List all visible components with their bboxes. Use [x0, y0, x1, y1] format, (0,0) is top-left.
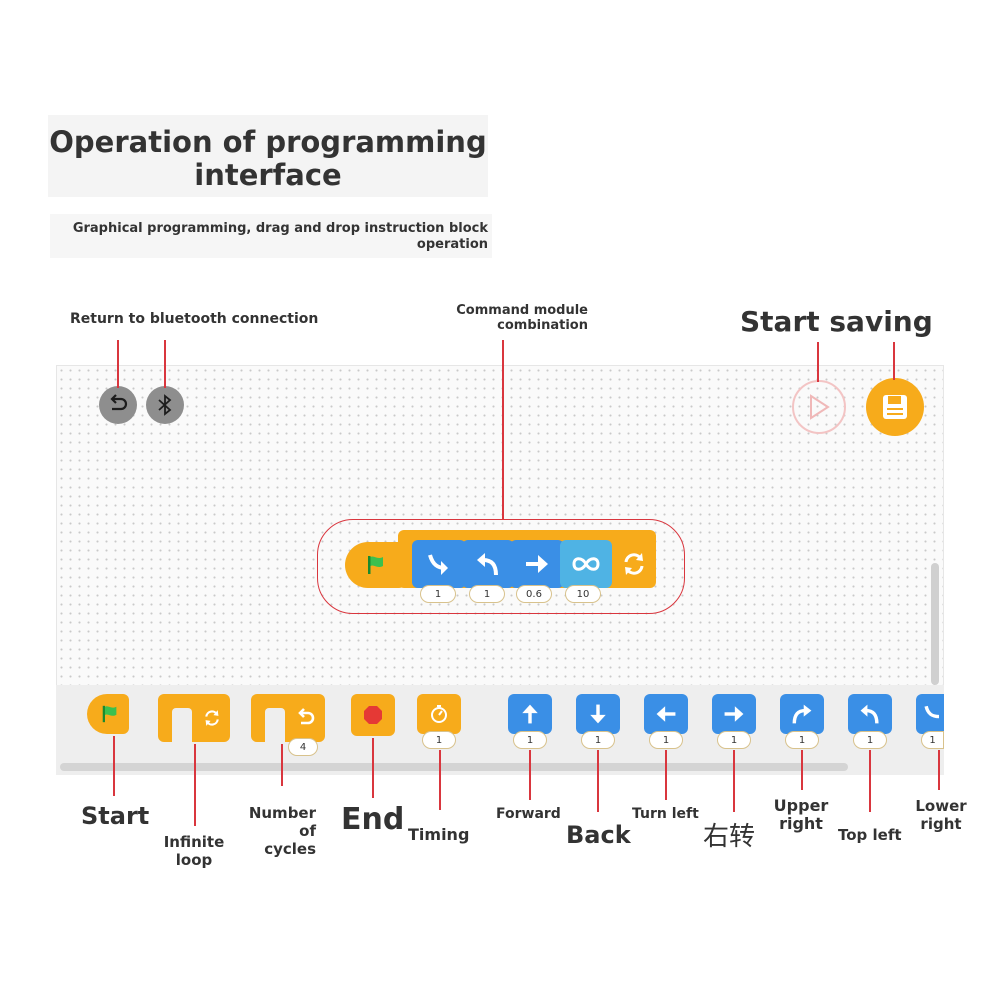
palette-timing-block[interactable]: [417, 694, 461, 734]
play-icon: [810, 394, 830, 420]
palette-infinite-loop-block[interactable]: [158, 694, 230, 742]
label-upper-right: Upper right: [773, 796, 829, 833]
palette-top-left-block[interactable]: [848, 694, 892, 734]
palette-cycles-block[interactable]: [251, 694, 325, 742]
callout-line: [597, 750, 599, 812]
callout-line: [817, 342, 819, 382]
label-back: Back: [566, 821, 631, 849]
back-arrow-icon: [110, 394, 128, 411]
subtitle-background: [50, 214, 492, 258]
loop-icon: [624, 553, 644, 575]
arrow-left-icon: [656, 706, 676, 722]
program-param-4[interactable]: 10: [565, 585, 601, 603]
callout-command-module: Command module combination: [456, 303, 588, 333]
program-param-2[interactable]: 1: [469, 585, 505, 603]
page-title: Operation of programming interface: [49, 125, 487, 192]
callout-line: [372, 738, 374, 798]
callout-line: [733, 750, 735, 812]
palette-lower-right-value[interactable]: 1: [921, 731, 944, 749]
arrow-up-icon: [522, 704, 538, 724]
palette-forward-value[interactable]: 1: [513, 731, 547, 749]
callout-line: [194, 744, 196, 826]
palette-start-block[interactable]: [87, 694, 129, 734]
green-flag-icon: [368, 556, 383, 574]
palette-cycles-value[interactable]: 4: [288, 738, 318, 756]
palette-lower-right-block[interactable]: [916, 694, 944, 734]
arrow-down-icon: [590, 704, 606, 724]
label-infinite-loop: Infinite loop: [163, 833, 225, 869]
label-turn-left: Turn left: [632, 806, 699, 822]
curve-arrow-icon: [477, 553, 498, 576]
title-background: [48, 115, 488, 197]
arrow-right-icon: [526, 555, 548, 573]
palette-forward-block[interactable]: [508, 694, 552, 734]
callout-line: [113, 736, 115, 796]
program-block-top-left[interactable]: [462, 540, 514, 588]
page-subtitle: Graphical programming, drag and drop ins…: [72, 221, 488, 252]
program-start-block[interactable]: [345, 542, 405, 588]
label-timing: Timing: [408, 825, 470, 844]
callout-line: [502, 340, 504, 520]
program-param-3[interactable]: 0.6: [516, 585, 552, 603]
curve-arrow-icon: [428, 554, 448, 575]
callout-start-saving: Start saving: [740, 305, 933, 338]
palette-end-block[interactable]: [351, 694, 395, 736]
palette-upper-right-value[interactable]: 1: [785, 731, 819, 749]
infinity-icon: [572, 557, 600, 571]
program-block-lower-right[interactable]: [412, 540, 466, 588]
palette-back-block[interactable]: [576, 694, 620, 734]
horizontal-scrollbar[interactable]: [60, 763, 848, 771]
loop-icon: [205, 710, 219, 726]
label-number-of-cycles: Number of cycles: [248, 804, 316, 858]
callout-line: [117, 340, 119, 388]
arrow-right-icon: [724, 706, 744, 722]
timer-icon: [431, 705, 447, 723]
palette-back-value[interactable]: 1: [581, 731, 615, 749]
palette-turn-left-block[interactable]: [644, 694, 688, 734]
palette-top-left-value[interactable]: 1: [853, 731, 887, 749]
program-block-repeat[interactable]: [560, 540, 612, 588]
palette-upper-right-block[interactable]: [780, 694, 824, 734]
stop-icon: [364, 706, 382, 724]
callout-return-bluetooth: Return to bluetooth connection: [70, 311, 319, 327]
label-end: End: [341, 802, 405, 837]
label-top-left: Top left: [838, 826, 902, 844]
label-start: Start: [81, 802, 150, 830]
back-button[interactable]: [99, 386, 137, 424]
bluetooth-icon: [158, 394, 172, 416]
palette-turn-right-value[interactable]: 1: [717, 731, 751, 749]
program-block-turn-right[interactable]: [510, 540, 564, 588]
bluetooth-button[interactable]: [146, 386, 184, 424]
run-button[interactable]: [792, 380, 846, 434]
callout-line: [439, 750, 441, 810]
label-turn-right: 右转: [703, 822, 756, 852]
curve-arrow-icon: [924, 705, 940, 719]
palette-turn-right-block[interactable]: [712, 694, 756, 734]
palette-turn-left-value[interactable]: 1: [649, 731, 683, 749]
program-param-1[interactable]: 1: [420, 585, 456, 603]
palette-timing-value[interactable]: 1: [422, 731, 456, 749]
callout-line: [938, 750, 940, 790]
curve-arrow-icon: [860, 704, 879, 724]
return-arrow-icon: [298, 708, 315, 725]
save-button[interactable]: [866, 378, 924, 436]
curve-arrow-icon: [792, 704, 812, 724]
save-icon: [883, 395, 907, 419]
callout-line: [665, 750, 667, 800]
callout-line: [893, 342, 895, 380]
callout-line: [529, 750, 531, 800]
label-forward: Forward: [496, 806, 561, 822]
label-lower-right: Lower right: [915, 797, 967, 833]
callout-line: [801, 750, 803, 790]
vertical-scrollbar[interactable]: [931, 563, 939, 685]
callout-line: [869, 750, 871, 812]
callout-line: [164, 340, 166, 388]
command-combination-highlight: [317, 519, 685, 614]
green-flag-icon: [102, 705, 117, 723]
callout-line: [281, 744, 283, 786]
